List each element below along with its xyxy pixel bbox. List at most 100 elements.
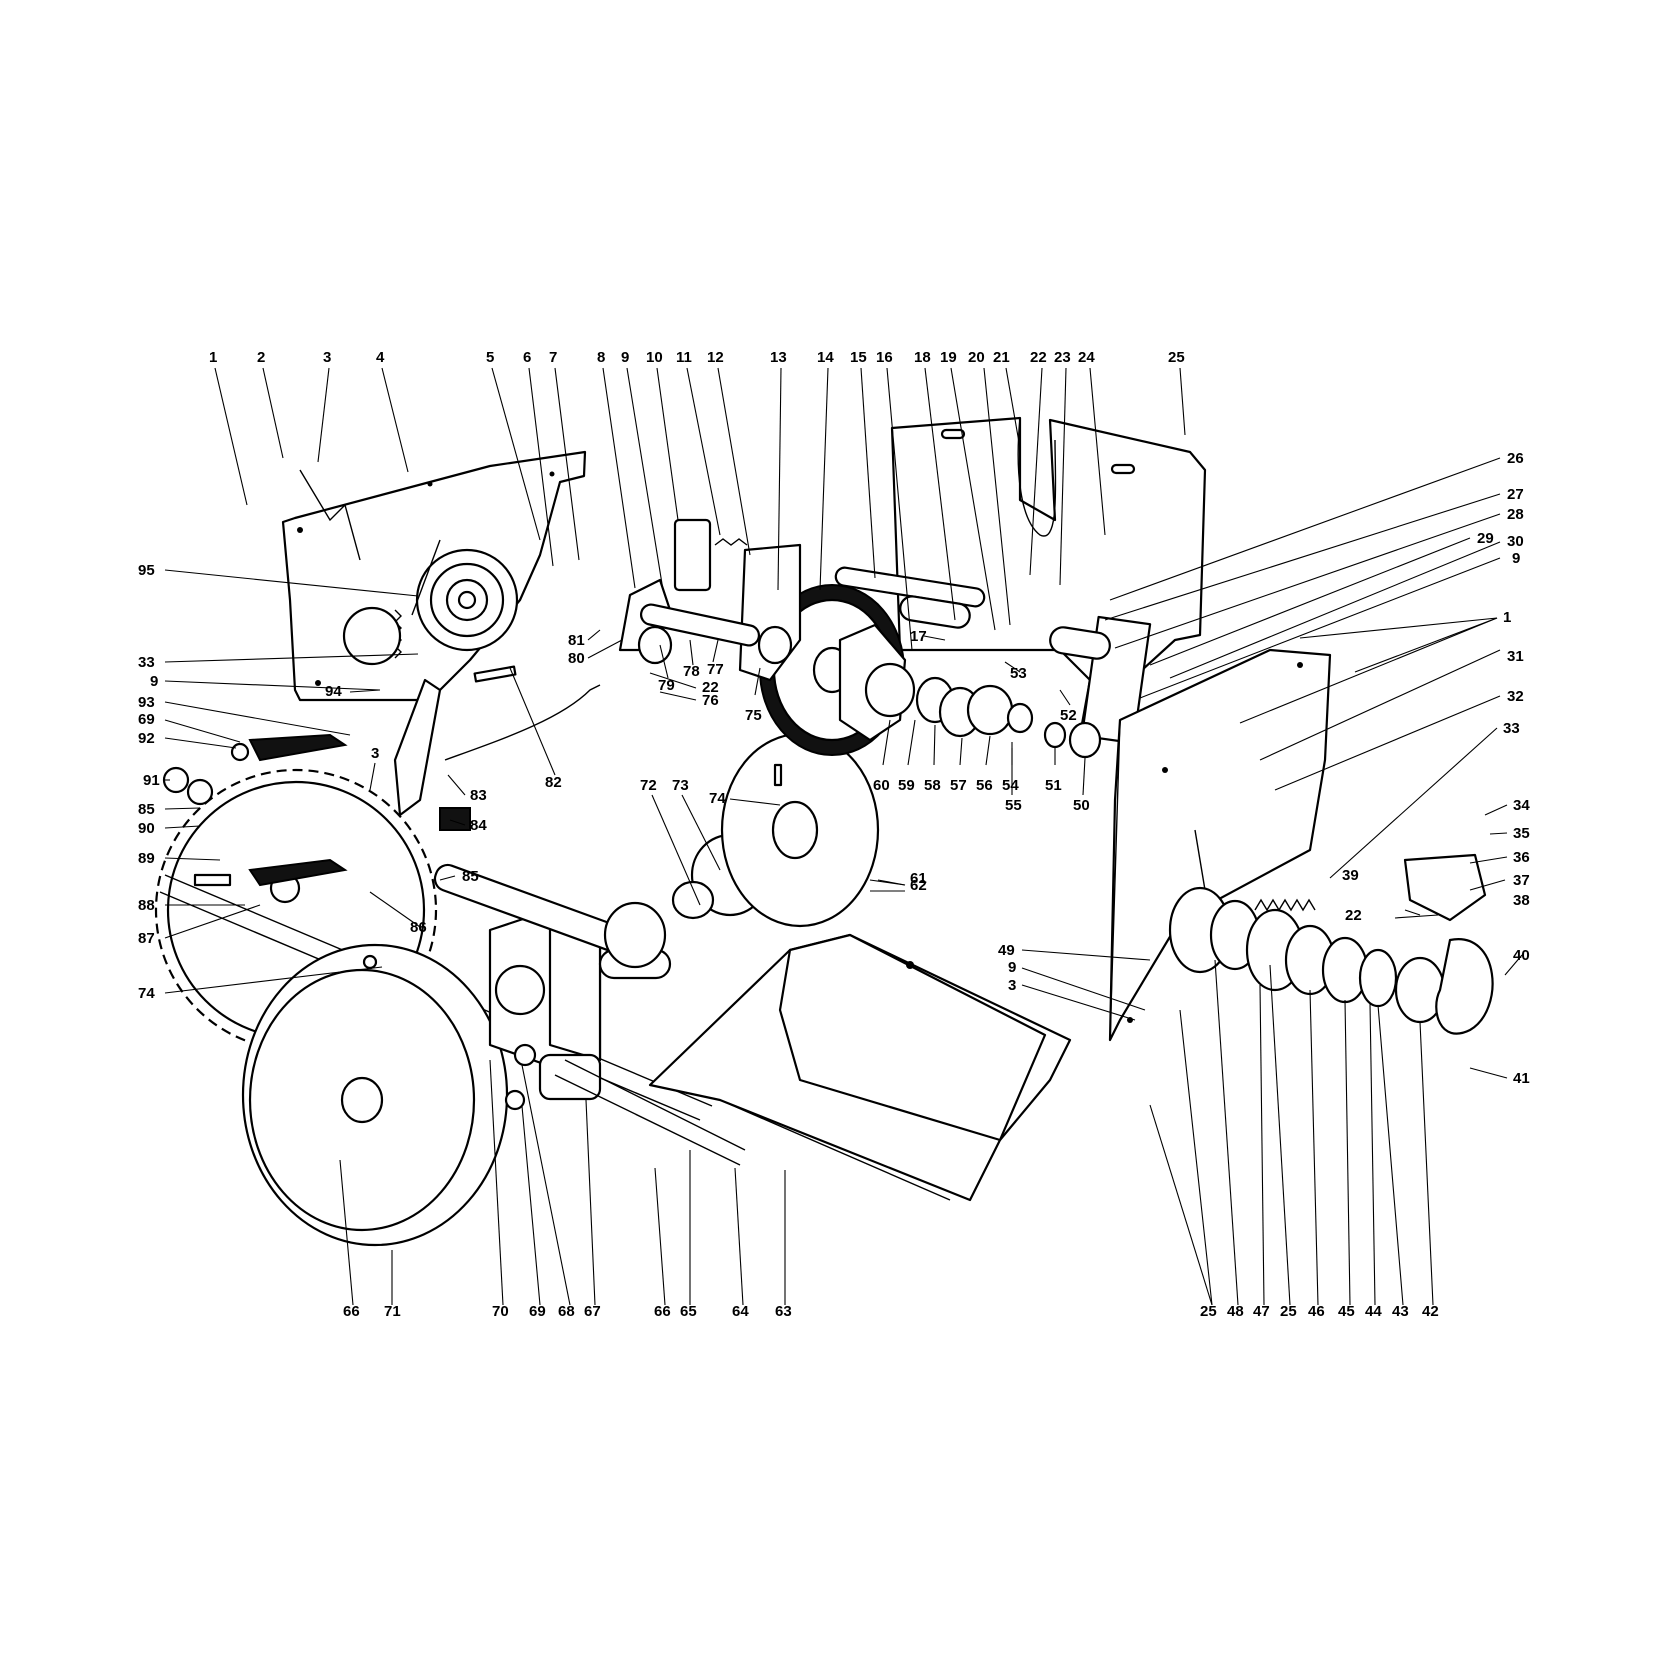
callout-label: 13 xyxy=(770,349,787,366)
callout-label: 4 xyxy=(376,349,385,366)
callout-label: 34 xyxy=(1513,797,1530,814)
callout-label: 45 xyxy=(1338,1303,1355,1320)
callout-label: 11 xyxy=(676,349,692,366)
callout-label: 22 xyxy=(702,679,719,696)
callout-label: 84 xyxy=(470,817,487,834)
callout-label: 22 xyxy=(1345,907,1362,924)
callout-label: 76 xyxy=(702,692,719,709)
callout-label: 36 xyxy=(1513,849,1530,866)
callout-label: 67 xyxy=(584,1303,601,1320)
callout-label: 77 xyxy=(707,661,724,678)
callout-label: 38 xyxy=(1513,892,1530,909)
callout-label: 25 xyxy=(1168,349,1185,366)
callout-label: 49 xyxy=(998,942,1015,959)
callout-label: 19 xyxy=(940,349,957,366)
parts-drawing xyxy=(154,416,1494,1247)
callout-label: 8 xyxy=(597,349,605,366)
callout-label: 9 xyxy=(1512,550,1520,567)
callout-label: 42 xyxy=(1422,1303,1439,1320)
callout-label: 60 xyxy=(873,777,890,794)
callout-label: 63 xyxy=(775,1303,792,1320)
callout-label: 52 xyxy=(1060,707,1077,724)
callout-label: 3 xyxy=(323,349,331,366)
callout-label: 85 xyxy=(462,868,479,885)
callout-label: 43 xyxy=(1392,1303,1409,1320)
callout-label: 56 xyxy=(976,777,993,794)
callout-label: 90 xyxy=(138,820,155,837)
callout-label: 12 xyxy=(707,349,724,366)
callout-label: 39 xyxy=(1342,867,1359,884)
large-drive-pulley xyxy=(241,943,509,1247)
callout-label: 73 xyxy=(672,777,689,794)
callout-label: 57 xyxy=(950,777,967,794)
callout-label: 87 xyxy=(138,930,155,947)
callout-label: 30 xyxy=(1507,533,1524,550)
callout-label: 69 xyxy=(529,1303,546,1320)
callout-label: 9 xyxy=(621,349,629,366)
callout-label: 44 xyxy=(1365,1303,1382,1320)
callout-label: 20 xyxy=(968,349,985,366)
callout-label: 22 xyxy=(1030,349,1047,366)
friction-disc xyxy=(720,732,880,928)
callout-label: 26 xyxy=(1507,450,1524,467)
callout-label: 81 xyxy=(568,632,585,649)
callout-label: 37 xyxy=(1513,872,1530,889)
callout-label: 17 xyxy=(910,628,927,645)
callout-label: 3 xyxy=(1008,977,1016,994)
callout-label: 1 xyxy=(1503,609,1511,626)
callout-label: 31 xyxy=(1507,648,1524,665)
callout-label: 28 xyxy=(1507,506,1524,523)
callout-label: 7 xyxy=(549,349,557,366)
callout-label: 29 xyxy=(1477,530,1494,547)
callout-label: 5 xyxy=(486,349,494,366)
callout-label: 50 xyxy=(1073,797,1090,814)
callout-label: 66 xyxy=(343,1303,360,1320)
callout-label: 33 xyxy=(1503,720,1520,737)
callout-label: 61 xyxy=(910,870,927,887)
callout-label: 86 xyxy=(410,919,427,936)
callout-label: 51 xyxy=(1045,777,1062,794)
callout-label: 3 xyxy=(371,745,379,762)
callout-label: 95 xyxy=(138,562,155,579)
callout-label: 24 xyxy=(1078,349,1095,366)
callout-label: 41 xyxy=(1513,1070,1530,1087)
callout-label: 54 xyxy=(1002,777,1019,794)
callout-label: 88 xyxy=(138,897,155,914)
callout-label: 68 xyxy=(558,1303,575,1320)
callout-label: 14 xyxy=(817,349,834,366)
callout-label: 9 xyxy=(1008,959,1016,976)
callout-label: 74 xyxy=(138,985,155,1002)
callout-label: 1 xyxy=(209,349,217,366)
callout-label: 78 xyxy=(683,663,700,680)
callout-labels: 1 2 3 4 5 6 7 8 9 10 11 12 13 14 15 16 1… xyxy=(138,349,1530,1320)
callout-label: 70 xyxy=(492,1303,509,1320)
callout-label: 72 xyxy=(640,777,657,794)
callout-label: 69 xyxy=(138,711,155,728)
callout-label: 46 xyxy=(1308,1303,1325,1320)
callout-label: 89 xyxy=(138,850,155,867)
callout-label: 83 xyxy=(470,787,487,804)
callout-label: 23 xyxy=(1054,349,1071,366)
callout-label: 16 xyxy=(876,349,893,366)
callout-label: 9 xyxy=(150,673,158,690)
callout-label: 64 xyxy=(732,1303,749,1320)
idler-pulley xyxy=(415,548,519,652)
callout-label: 65 xyxy=(680,1303,697,1320)
callout-label: 27 xyxy=(1507,486,1524,503)
callout-label: 33 xyxy=(138,654,155,671)
callout-label: 92 xyxy=(138,730,155,747)
callout-label: 75 xyxy=(745,707,762,724)
callout-label: 66 xyxy=(654,1303,671,1320)
callout-label: 32 xyxy=(1507,688,1524,705)
callout-label: 91 xyxy=(143,772,160,789)
callout-label: 58 xyxy=(924,777,941,794)
callout-label: 59 xyxy=(898,777,915,794)
callout-label: 82 xyxy=(545,774,562,791)
callout-label: 40 xyxy=(1513,947,1530,964)
callout-label: 94 xyxy=(325,683,342,700)
callout-label: 55 xyxy=(1005,797,1022,814)
callout-label: 18 xyxy=(914,349,931,366)
callout-label: 15 xyxy=(850,349,867,366)
callout-label: 62 xyxy=(910,877,927,894)
callout-label: 6 xyxy=(523,349,531,366)
